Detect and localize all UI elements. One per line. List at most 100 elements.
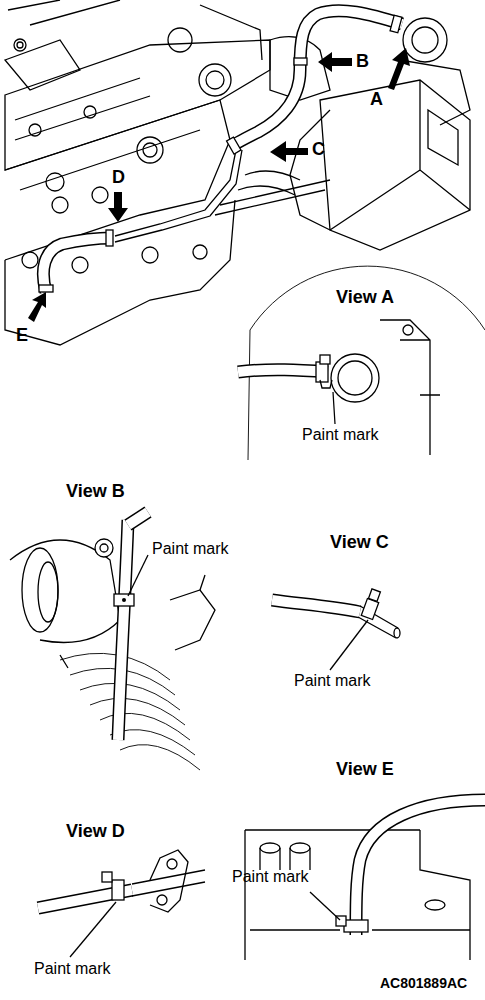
view-b-detail xyxy=(128,555,148,596)
view-e-detail xyxy=(310,892,340,920)
hose xyxy=(232,70,300,146)
engine-overview xyxy=(143,143,157,157)
callout-arrow xyxy=(28,48,410,322)
callout-letter: C xyxy=(310,140,327,160)
view-c-detail xyxy=(272,600,360,612)
engine-overview xyxy=(320,80,470,250)
view-e-detail xyxy=(356,800,485,935)
view-b-detail xyxy=(22,548,58,632)
engine-overview xyxy=(206,71,224,89)
view-d-detail xyxy=(70,902,116,957)
hose xyxy=(390,15,402,33)
engine-overview xyxy=(168,28,192,52)
callout-arrow xyxy=(388,48,410,90)
view-d-detail xyxy=(157,895,167,905)
paint-mark-label: Paint mark xyxy=(32,960,112,978)
view-d-detail xyxy=(167,859,177,869)
hose xyxy=(39,285,53,292)
hose xyxy=(39,11,402,292)
view-b-detail xyxy=(60,575,205,668)
engine-overview xyxy=(72,257,88,273)
engine-overview xyxy=(8,0,262,60)
hose xyxy=(232,70,300,146)
view-c-detail xyxy=(330,620,368,670)
engine-overview xyxy=(46,173,64,191)
view-title: View E xyxy=(334,760,396,780)
hose xyxy=(43,238,112,292)
callout-letter: D xyxy=(110,168,127,188)
callout-letter: B xyxy=(354,52,371,72)
view-b-detail xyxy=(100,544,108,552)
callout-letter: A xyxy=(368,90,385,110)
view-title: View B xyxy=(64,482,127,502)
paint-mark-label: Paint mark xyxy=(292,672,372,690)
view-b-detail xyxy=(122,598,126,602)
view-title: View C xyxy=(328,533,391,553)
view-d-detail xyxy=(102,872,112,882)
view-e-detail xyxy=(344,920,368,932)
view-b-detail xyxy=(60,653,200,770)
engine-overview xyxy=(5,40,80,90)
view-b-detail xyxy=(95,539,113,557)
view-c-detail xyxy=(272,589,400,670)
callout-letter: E xyxy=(14,326,30,346)
view-e-detail xyxy=(356,800,485,935)
figure-code: AC801889AC xyxy=(378,976,469,991)
engine-overview xyxy=(199,64,231,96)
callout-arrow xyxy=(28,292,46,322)
view-b-detail xyxy=(128,512,148,525)
callout-arrow xyxy=(108,192,128,222)
hose xyxy=(106,230,113,246)
view-b-detail xyxy=(60,653,200,770)
view-e-detail xyxy=(260,848,310,870)
view-b-detail xyxy=(38,562,58,622)
view-e-detail xyxy=(290,843,310,853)
engine-overview xyxy=(238,171,300,195)
engine-overview xyxy=(52,197,68,213)
engine-overview xyxy=(193,245,207,259)
engine-overview xyxy=(5,0,470,345)
view-a-detail xyxy=(238,370,328,372)
engine-overview xyxy=(29,124,41,136)
view-a-detail xyxy=(238,370,328,372)
view-d-detail xyxy=(38,850,205,957)
paint-mark-label: Paint mark xyxy=(230,868,310,886)
engine-overview xyxy=(22,252,38,268)
view-b-detail xyxy=(170,590,215,650)
hose xyxy=(227,137,241,154)
engine-overview xyxy=(84,106,96,118)
engine-overview xyxy=(92,187,108,203)
engine-overview xyxy=(115,150,242,242)
paint-mark-label: Paint mark xyxy=(300,426,380,444)
engine-overview xyxy=(137,137,163,163)
engine-overview xyxy=(5,200,235,345)
view-b-detail xyxy=(114,594,134,606)
view-d-detail xyxy=(112,880,124,900)
callout-arrow xyxy=(270,141,308,162)
view-a-detail xyxy=(248,266,485,460)
view-c-detail xyxy=(272,600,360,612)
engine-overview xyxy=(412,27,438,53)
engine-overview xyxy=(428,110,458,165)
view-d-detail xyxy=(132,870,205,896)
engine-overview xyxy=(115,150,236,236)
view-a-detail xyxy=(403,325,413,335)
hose xyxy=(43,238,112,292)
view-a-detail xyxy=(316,362,328,382)
hose xyxy=(294,58,307,65)
engine-overview xyxy=(17,42,23,48)
view-a-detail xyxy=(320,380,332,388)
callout-arrow xyxy=(318,52,352,72)
engine-overview xyxy=(5,40,270,170)
view-e-detail xyxy=(260,843,280,853)
view-a-detail xyxy=(333,392,335,424)
engine-overview xyxy=(142,247,158,263)
engine-overview xyxy=(14,39,26,51)
engine-overview xyxy=(290,110,330,230)
view-a-detail xyxy=(331,354,379,402)
view-a-detail xyxy=(320,355,330,364)
view-a-detail xyxy=(238,266,485,460)
view-e-detail xyxy=(425,900,445,910)
view-d-detail xyxy=(150,850,188,912)
